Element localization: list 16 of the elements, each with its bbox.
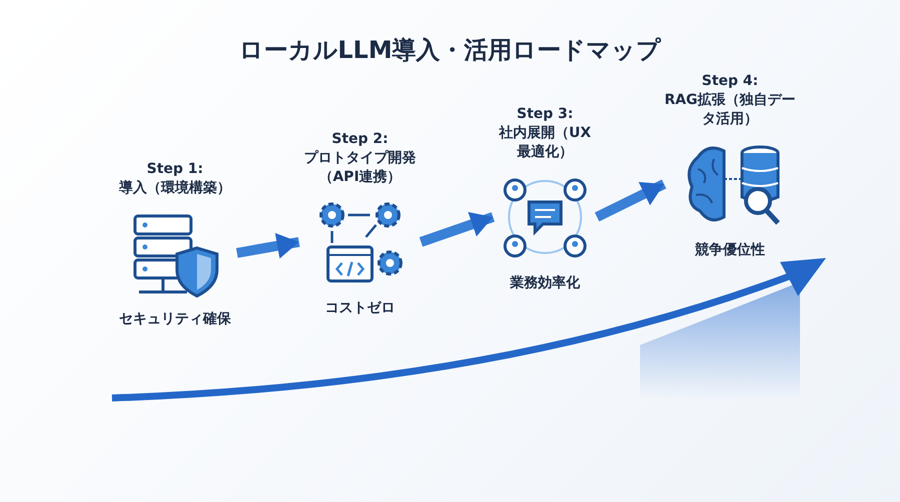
title: ローカルLLM導入・活用ロードマップ <box>238 36 662 64</box>
arrow <box>419 212 495 247</box>
step-title: プロトタイプ開発（API連携） <box>303 149 417 187</box>
arrow <box>236 233 300 259</box>
benefit-label: セキュリティ確保 <box>119 310 231 328</box>
step-number: Step 3: <box>516 105 574 124</box>
step-number: Step 1: <box>146 160 204 179</box>
benefit-label: 業務効率化 <box>510 274 580 292</box>
step-number: Step 2: <box>332 130 388 149</box>
arrow <box>594 180 666 222</box>
step-title: RAG拡張（独自データ活用） <box>664 91 796 129</box>
benefit-label: 競争優位性 <box>695 241 765 259</box>
step-title: 社内展開（UX最適化） <box>498 124 592 162</box>
benefit-label: コストゼロ <box>325 299 395 317</box>
step-title: 導入（環境構築） <box>119 179 231 198</box>
step-number: Step 4: <box>702 72 758 91</box>
